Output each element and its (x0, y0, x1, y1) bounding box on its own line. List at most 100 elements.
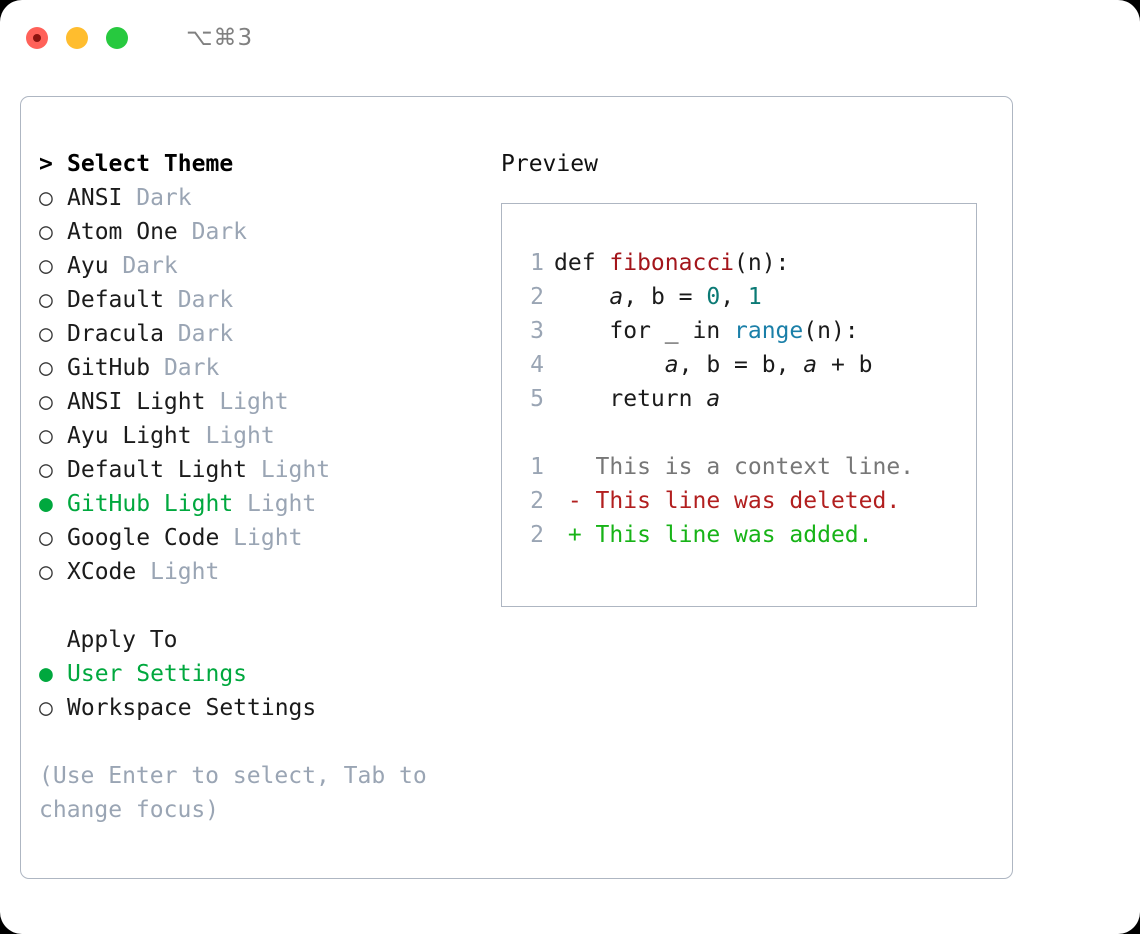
theme-name-label: ANSI (67, 185, 123, 211)
preview-title: Preview (501, 151, 598, 177)
theme-list-item[interactable]: ○Atom One Dark (39, 215, 501, 249)
theme-list-item[interactable]: ○ANSI Dark (39, 181, 501, 215)
theme-list-item[interactable]: ○Google Code Light (39, 521, 501, 555)
keyboard-shortcut-label: ⌥⌘3 (186, 25, 254, 51)
theme-variant-badge: Dark (163, 287, 234, 313)
diff-text: This line was deleted. (595, 488, 901, 514)
radio-unselected-icon[interactable]: ○ (39, 389, 53, 415)
code-token: a (664, 352, 679, 378)
minimize-button-icon[interactable] (66, 27, 88, 49)
code-token: = (664, 284, 707, 310)
line-number: 4 (530, 352, 544, 378)
diff-marker: - (554, 488, 596, 514)
diff-sample: 1 This is a context line.2 - This line w… (502, 450, 976, 552)
radio-unselected-icon[interactable]: ○ (39, 423, 53, 449)
radio-unselected-icon[interactable]: ○ (39, 559, 53, 585)
theme-list-item[interactable]: ○XCode Light (39, 555, 501, 589)
close-button-icon[interactable] (26, 27, 48, 49)
radio-unselected-icon[interactable]: ○ (39, 219, 53, 245)
code-token (554, 352, 665, 378)
code-token: a (803, 352, 818, 378)
diff-marker (554, 454, 596, 480)
theme-variant-badge: Dark (177, 219, 248, 245)
theme-name-label: Google Code (67, 525, 220, 551)
diff-text: This line was added. (595, 522, 873, 548)
theme-variant-badge: Light (247, 457, 331, 483)
radio-selected-icon[interactable]: ● (39, 661, 53, 687)
diff-line: 2 - This line was deleted. (502, 484, 976, 518)
theme-name-label: GitHub Light (67, 491, 234, 517)
code-line: 2 a, b = 0, 1 (502, 280, 976, 314)
theme-name-label: Ayu Light (67, 423, 192, 449)
code-token: (n): (803, 318, 859, 344)
radio-unselected-icon[interactable]: ○ (39, 695, 53, 721)
theme-list-item[interactable]: ○Dracula Dark (39, 317, 501, 351)
radio-unselected-icon[interactable]: ○ (39, 185, 53, 211)
apply-to-label: User Settings (67, 661, 248, 687)
diff-marker: + (554, 522, 596, 548)
code-token: 0 (706, 284, 721, 310)
radio-unselected-icon[interactable]: ○ (39, 457, 53, 483)
theme-variant-badge: Light (136, 559, 220, 585)
code-line: 5 return a (502, 382, 976, 416)
theme-list-item[interactable]: ○ Default Light Light (39, 453, 501, 487)
window-controls (26, 27, 128, 49)
theme-name-label: ANSI Light (67, 389, 206, 415)
radio-unselected-icon[interactable]: ○ (39, 525, 53, 551)
code-line: 3 for _ in range(n): (502, 314, 976, 348)
apply-to-item[interactable]: ● User Settings (39, 657, 501, 691)
main-panel: > Select Theme ○ANSI Dark○Atom One Dark○… (20, 96, 1013, 879)
code-token: b (650, 284, 665, 310)
apply-to-item[interactable]: ○ Workspace Settings (39, 691, 501, 725)
diff-text: This is a context line. (595, 454, 915, 480)
theme-list-item[interactable]: ● GitHub Light Light (39, 487, 501, 521)
code-token: (n): (734, 250, 790, 276)
line-number: 1 (530, 454, 544, 480)
theme-list-item[interactable]: ○ Default Dark (39, 283, 501, 317)
maximize-button-icon[interactable] (106, 27, 128, 49)
line-number: 2 (530, 284, 544, 310)
theme-variant-badge: Light (191, 423, 275, 449)
code-token: fibonacci (609, 250, 735, 276)
code-token: + b (817, 352, 873, 378)
theme-variant-badge: Dark (150, 355, 220, 381)
line-number: 2 (530, 522, 544, 548)
radio-selected-icon[interactable]: ● (39, 491, 53, 517)
code-token: , (720, 284, 748, 310)
line-number: 3 (530, 318, 544, 344)
code-token: for _ in (554, 318, 735, 344)
theme-variant-badge: Light (205, 389, 289, 415)
diff-line: 1 This is a context line. (502, 450, 976, 484)
radio-unselected-icon[interactable]: ○ (39, 253, 53, 279)
theme-variant-badge: Light (233, 491, 317, 517)
theme-list-item[interactable]: ○ GitHub Dark (39, 351, 501, 385)
code-token: range (734, 318, 804, 344)
theme-name-label: Default Light (67, 457, 248, 483)
code-token: , b = b, (678, 352, 804, 378)
theme-name-label: GitHub (67, 355, 151, 381)
theme-list-item[interactable]: ○ ANSI Light Light (39, 385, 501, 419)
radio-unselected-icon[interactable]: ○ (39, 321, 53, 347)
theme-list-item[interactable]: ○ Ayu Dark (39, 249, 501, 283)
theme-name-label: Ayu (67, 253, 109, 279)
code-token: 1 (747, 284, 762, 310)
radio-unselected-icon[interactable]: ○ (39, 287, 53, 313)
prompt-caret-icon: > (39, 151, 67, 177)
theme-list-item[interactable]: ○ Ayu Light Light (39, 419, 501, 453)
line-number: 1 (530, 250, 544, 276)
apply-to-label: Workspace Settings (67, 695, 317, 721)
radio-unselected-icon[interactable]: ○ (39, 355, 53, 381)
theme-variant-badge: Dark (108, 253, 178, 279)
theme-picker-header-label: Select Theme (67, 151, 234, 177)
code-diff-spacer (502, 416, 976, 450)
theme-picker-header: > Select Theme (39, 147, 501, 181)
code-line: 4 a, b = b, a + b (502, 348, 976, 382)
theme-name-label: Default (67, 287, 164, 313)
list-spacer (39, 589, 501, 623)
code-token: a (706, 386, 721, 412)
code-token (554, 284, 609, 310)
